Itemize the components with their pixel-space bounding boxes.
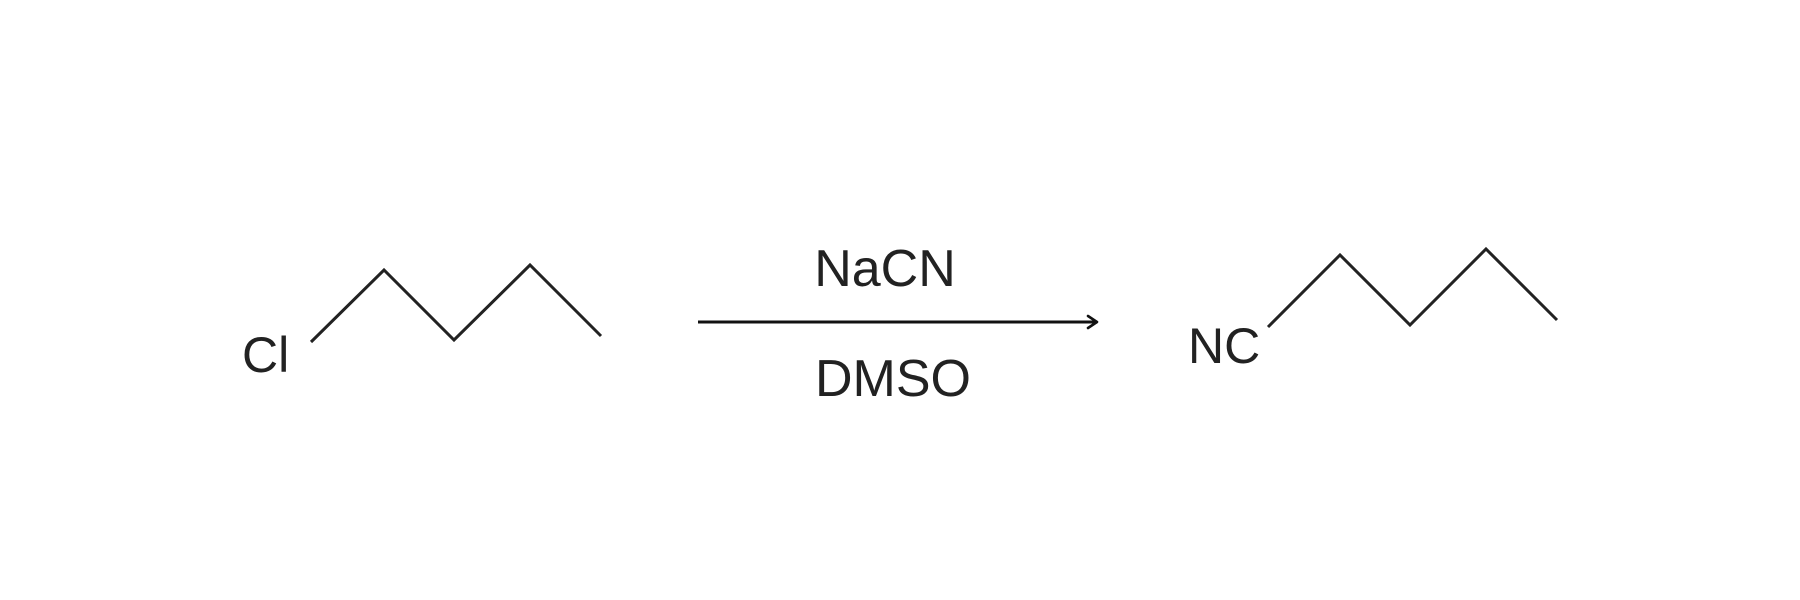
reactant-molecule: Cl — [242, 262, 603, 383]
product-molecule: NC — [1188, 246, 1559, 374]
reactant-carbon-chain — [309, 262, 603, 344]
reaction-arrow-group: NaCN DMSO — [698, 240, 1099, 408]
product-nitrile-label: NC — [1188, 318, 1260, 374]
reactant-halogen-label: Cl — [242, 327, 289, 383]
reagent-below-arrow: DMSO — [815, 350, 971, 408]
product-carbon-chain — [1266, 246, 1559, 329]
reagent-above-arrow: NaCN — [814, 240, 956, 298]
reaction-arrow-head — [1086, 314, 1099, 330]
